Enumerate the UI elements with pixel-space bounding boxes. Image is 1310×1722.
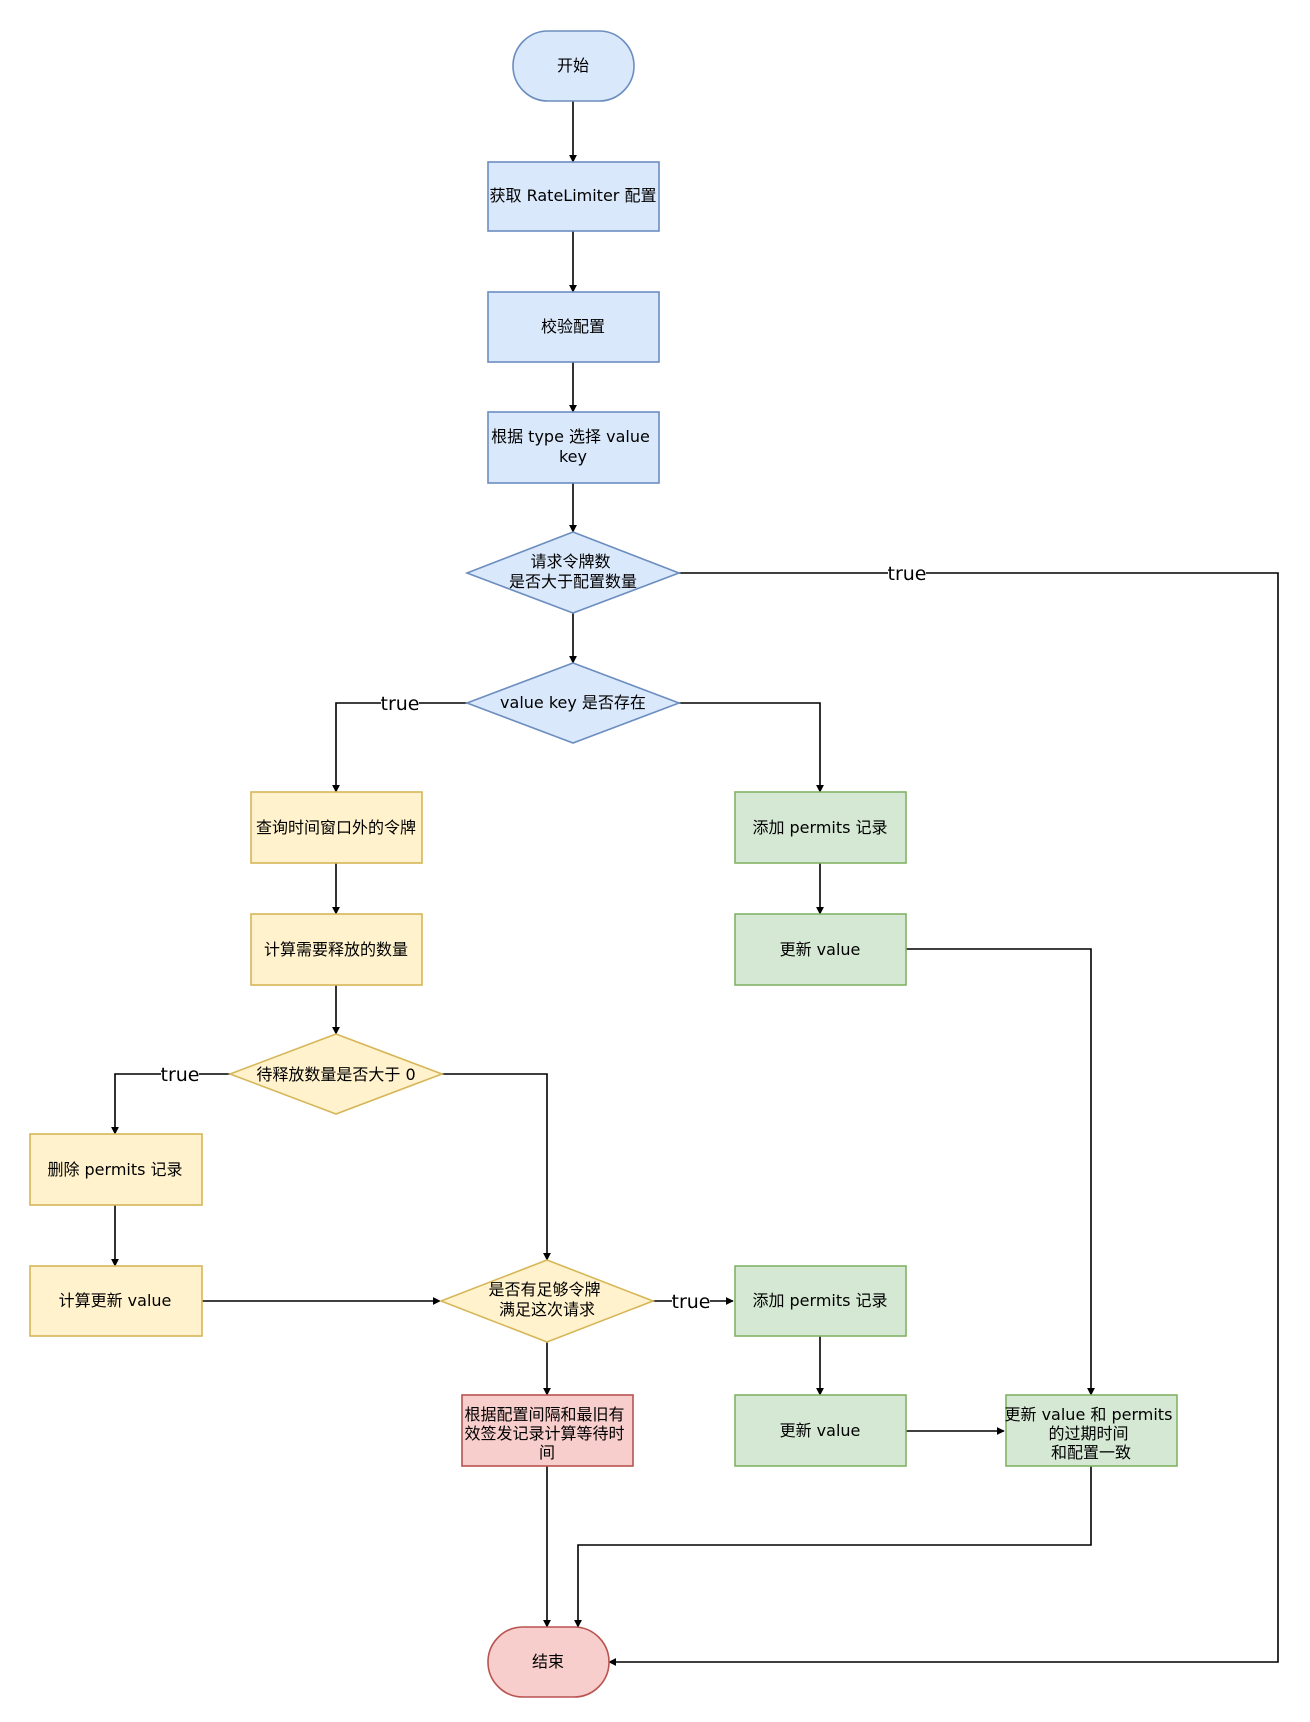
add-permits-step-1: 添加 permits 记录: [734, 791, 907, 864]
key-exists-decision: value key 是否存在: [464, 662, 682, 744]
edge-update-value-1-to-update-expiry: [904, 948, 1095, 1396]
edge-key-exists-false-to-add-permits: [679, 702, 824, 793]
delete-permits-label: 删除 permits 记录: [47, 1160, 182, 1179]
query-expired-label: 查询时间窗口外的令牌: [256, 818, 416, 837]
calc-update-value-step: 计算更新 value: [29, 1265, 203, 1337]
edge-update-expiry-to-end: [574, 1466, 1092, 1628]
update-value-step-1: 更新 value: [734, 913, 907, 986]
add-permits-2-label: 添加 permits 记录: [752, 1291, 887, 1310]
wait-time-step: 根据配置间隔和最旧有 效签发记录计算等待时 间: [461, 1394, 634, 1467]
edge-label-release-gt0-true: true: [161, 1064, 200, 1086]
add-permits-1-label: 添加 permits 记录: [752, 818, 887, 837]
select-key-label: 根据 type 选择 value key: [491, 427, 655, 466]
calc-update-value-label: 计算更新 value: [59, 1291, 172, 1310]
validate-step: 校验配置: [487, 291, 660, 363]
update-expiry-line-1: 更新 value 和 permits: [1005, 1405, 1173, 1424]
check-permits-decision: 请求令牌数 是否大于配置数量: [464, 531, 682, 614]
wait-time-label: 根据配置间隔和最旧有 效签发记录计算等待时 间: [464, 1405, 629, 1462]
enough-tokens-label: 是否有足够令牌 满足这次请求: [488, 1280, 605, 1319]
update-value-2-label: 更新 value: [780, 1421, 861, 1440]
edge-label-check-permits-true: true: [888, 563, 927, 585]
edge-release-gt0-false-to-enough: [442, 1073, 551, 1261]
key-exists-label: value key 是否存在: [500, 693, 646, 712]
edge-check-permits-true-to-end: [608, 572, 1279, 1666]
start-terminal: 开始: [512, 30, 635, 102]
calc-release-label: 计算需要释放的数量: [264, 940, 408, 959]
release-gt0-label: 待释放数量是否大于 0: [256, 1065, 415, 1084]
add-permits-step-2: 添加 permits 记录: [734, 1265, 907, 1337]
check-permits-label: 请求令牌数 是否大于配置数量: [509, 552, 637, 591]
wait-time-line-3: 间: [539, 1443, 555, 1462]
check-permits-line-1: 请求令牌数: [530, 552, 610, 571]
get-config-label: 获取 RateLimiter 配置: [490, 186, 657, 205]
start-label: 开始: [557, 56, 589, 75]
query-expired-step: 查询时间窗口外的令牌: [250, 791, 423, 864]
update-value-1-label: 更新 value: [780, 940, 861, 959]
wait-time-line-2: 效签发记录计算等待时: [464, 1424, 624, 1443]
select-key-step: 根据 type 选择 value key: [487, 411, 660, 484]
edge-label-key-exists-true: true: [381, 693, 420, 715]
check-permits-line-2: 是否大于配置数量: [509, 572, 637, 591]
select-key-line-1: 根据 type 选择 value: [491, 427, 650, 446]
get-config-step: 获取 RateLimiter 配置: [487, 161, 660, 232]
update-expiry-line-2: 的过期时间: [1048, 1424, 1128, 1443]
validate-label: 校验配置: [541, 317, 605, 336]
end-label: 结束: [532, 1652, 564, 1671]
enough-tokens-line-2: 满足这次请求: [499, 1300, 595, 1319]
edge-key-exists-true-to-query: [332, 702, 467, 793]
release-gt0-decision: 待释放数量是否大于 0: [227, 1033, 445, 1115]
update-value-step-2: 更新 value: [734, 1394, 907, 1467]
update-expiry-line-3: 和配置一致: [1051, 1443, 1131, 1462]
delete-permits-step: 删除 permits 记录: [29, 1133, 203, 1206]
select-key-line-2: key: [559, 447, 587, 466]
calc-release-step: 计算需要释放的数量: [250, 913, 423, 986]
enough-tokens-decision: 是否有足够令牌 满足这次请求: [438, 1259, 656, 1343]
edge-label-enough-tokens-true: true: [672, 1291, 711, 1313]
edges: [111, 101, 1279, 1666]
update-expiry-step: 更新 value 和 permits 的过期时间 和配置一致: [1005, 1394, 1178, 1467]
enough-tokens-line-1: 是否有足够令牌: [488, 1280, 600, 1299]
update-expiry-label: 更新 value 和 permits 的过期时间 和配置一致: [1005, 1405, 1178, 1462]
edge-labels: true true true true: [161, 562, 927, 1313]
end-terminal: 结束: [487, 1626, 610, 1698]
wait-time-line-1: 根据配置间隔和最旧有: [464, 1405, 624, 1424]
